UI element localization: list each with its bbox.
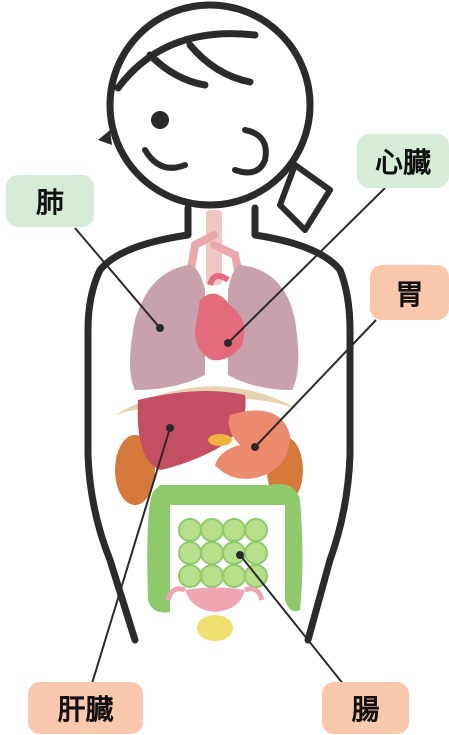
intestines-label: 腸 [322, 682, 409, 734]
uterus-organ [168, 588, 262, 642]
heart-label: 心臓 [357, 134, 449, 188]
liver-label: 肝臓 [28, 682, 143, 734]
lungs-label: 肺 [6, 175, 94, 227]
stomach-label: 胃 [370, 265, 449, 320]
head [98, 5, 330, 230]
small-intestine-organ [179, 519, 267, 587]
